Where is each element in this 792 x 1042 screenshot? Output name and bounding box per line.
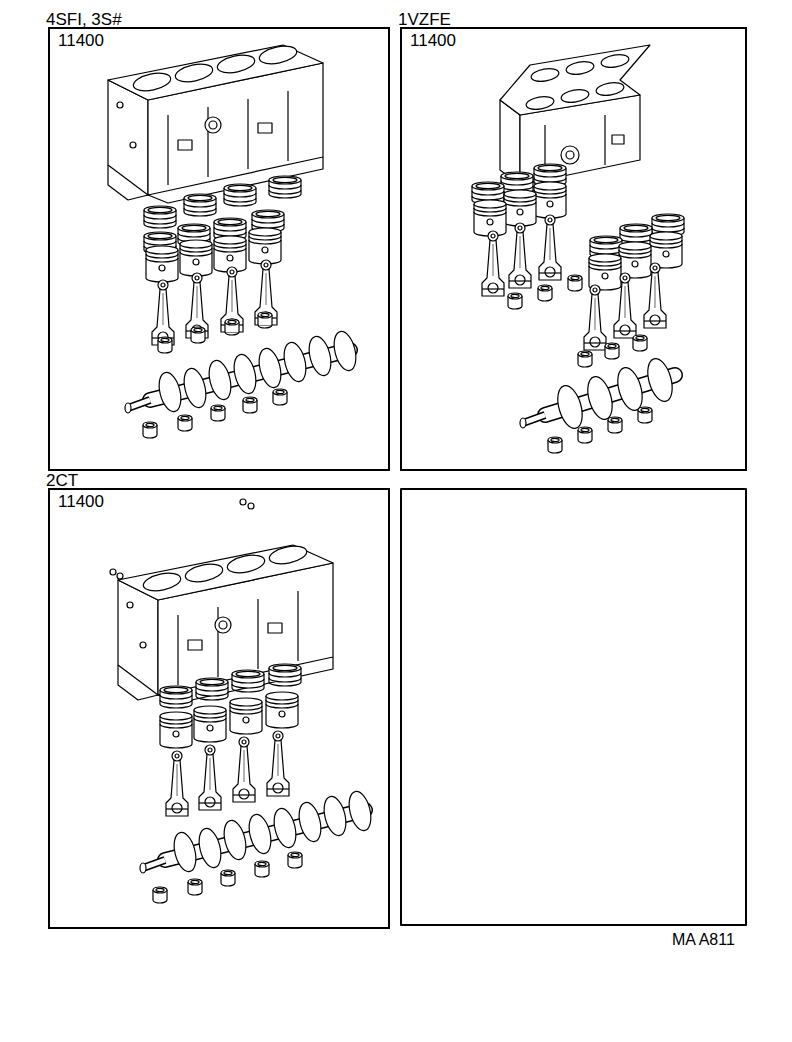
short-block-v6 xyxy=(472,45,684,453)
panel-box: 4SFI, 3S#11400 xyxy=(48,27,390,471)
panel-box: 2CT11400 xyxy=(48,488,390,929)
engine-code: 2CT xyxy=(46,471,78,490)
engine-code: 1VZFE xyxy=(398,10,451,29)
part-number: 11400 xyxy=(56,492,106,511)
figure-code: MA A811 xyxy=(672,931,735,949)
part-number: 11400 xyxy=(56,31,106,50)
short-block-4cyl xyxy=(108,43,360,438)
part-number: 11400 xyxy=(408,31,458,50)
engine-code: 4SFI, 3S# xyxy=(46,10,122,29)
empty-panel xyxy=(401,489,746,925)
short-block-diesel xyxy=(110,499,375,903)
panel-box: 1VZFE11400 xyxy=(400,27,747,471)
